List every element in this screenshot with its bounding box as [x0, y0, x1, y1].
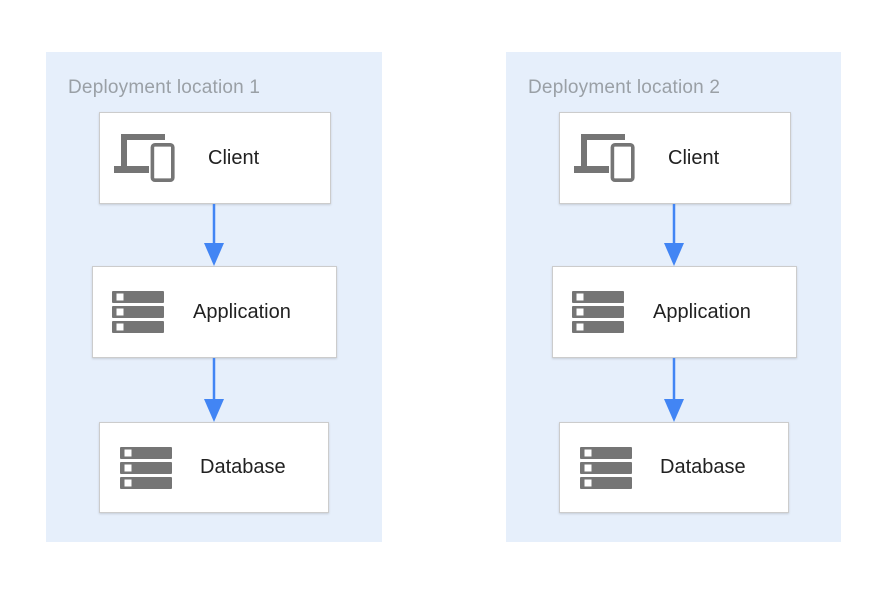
- node-database: Database: [559, 422, 789, 513]
- node-label: Database: [200, 456, 286, 478]
- arrow-client-to-application: [663, 204, 685, 266]
- server-stack-icon: [112, 291, 164, 333]
- node-application: Application: [92, 266, 337, 358]
- node-label: Database: [660, 456, 746, 478]
- server-stack-icon: [120, 446, 172, 489]
- node-label: Client: [208, 146, 260, 169]
- deployment-location-title: Deployment location 2: [528, 77, 721, 98]
- deployment-location-title: Deployment location 1: [68, 77, 261, 98]
- client-devices-icon: [574, 134, 635, 182]
- server-stack-icon: [580, 446, 632, 489]
- node-client: Client: [99, 112, 331, 204]
- arrow-application-to-database: [203, 358, 225, 422]
- node-application: Application: [552, 266, 797, 358]
- arrow-client-to-application: [203, 204, 225, 266]
- deployment-location-2: Deployment location 2 Client: [506, 52, 841, 542]
- node-database: Database: [99, 422, 329, 513]
- arrow-application-to-database: [663, 358, 685, 422]
- node-label: Application: [653, 300, 751, 323]
- node-label: Client: [668, 146, 720, 169]
- node-client: Client: [559, 112, 791, 204]
- client-devices-icon: [114, 134, 175, 182]
- node-label: Application: [193, 300, 291, 323]
- server-stack-icon: [572, 291, 624, 333]
- deployment-location-1: Deployment location 1 Client: [46, 52, 382, 542]
